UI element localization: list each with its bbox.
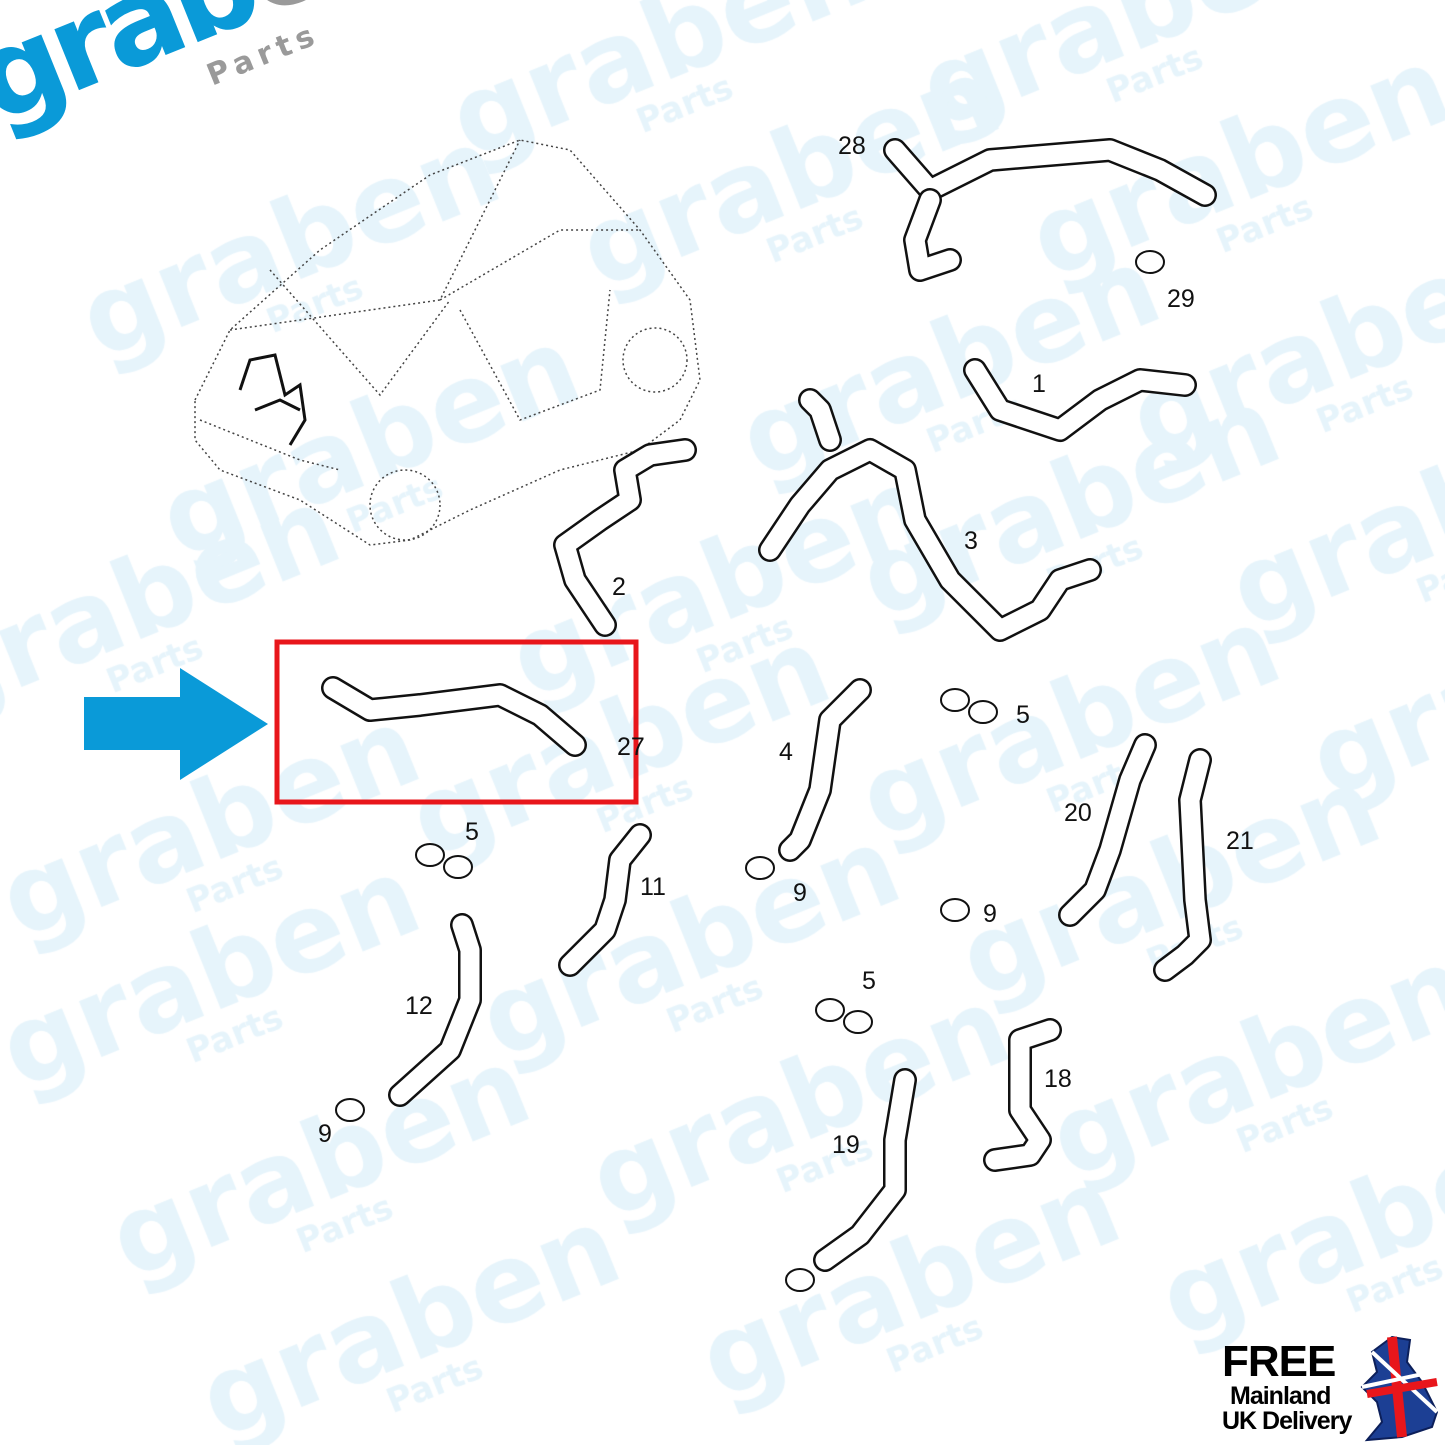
part-label: 29 <box>1167 285 1195 313</box>
hose <box>800 390 840 450</box>
part-label: 18 <box>1044 1065 1072 1093</box>
hose-clamp <box>940 688 970 712</box>
hose <box>905 190 960 280</box>
hose <box>985 1020 1060 1170</box>
part-label: 28 <box>838 132 866 160</box>
hose <box>323 678 585 755</box>
hose <box>885 140 1215 205</box>
part-label: 5 <box>465 818 479 846</box>
hose-clamp <box>843 1010 873 1034</box>
part-label: 9 <box>983 900 997 928</box>
part-label: 2 <box>612 573 626 601</box>
hose <box>780 680 870 860</box>
delivery-line1: FREE <box>1222 1337 1336 1386</box>
highlight-box <box>274 639 639 805</box>
hose-clamp <box>940 898 970 922</box>
hose-clamp <box>785 1268 815 1292</box>
part-label: 1 <box>1032 370 1046 398</box>
hose-clamp <box>815 998 845 1022</box>
hose-clamp <box>335 1098 365 1122</box>
hose <box>390 915 480 1105</box>
hose <box>815 1070 915 1270</box>
hose-clamp <box>1135 250 1165 274</box>
part-label: 21 <box>1226 827 1254 855</box>
part-label: 4 <box>779 738 793 766</box>
highlight-arrow <box>84 668 268 780</box>
hose-clamp <box>443 855 473 879</box>
part-label: 5 <box>862 967 876 995</box>
hose <box>555 440 695 635</box>
part-label: 9 <box>793 879 807 907</box>
free-delivery-badge: FREE Mainland UK Delivery <box>1222 1337 1352 1435</box>
hose-clamp <box>745 856 775 880</box>
hose-clamp <box>415 843 445 867</box>
hose <box>560 825 650 975</box>
delivery-line2: Mainland <box>1230 1382 1331 1410</box>
hose <box>1060 735 1155 925</box>
part-label: 9 <box>318 1120 332 1148</box>
part-label: 11 <box>640 873 666 901</box>
part-label: 19 <box>832 1131 860 1159</box>
wiring-harness <box>238 353 307 446</box>
part-label: 12 <box>405 992 433 1020</box>
part-label: 3 <box>964 527 978 555</box>
part-label: 5 <box>1016 701 1030 729</box>
uk-flag-map-icon <box>1360 1335 1439 1442</box>
part-label: 20 <box>1064 799 1092 827</box>
part-label: 27 <box>617 733 645 761</box>
hose <box>1155 750 1210 980</box>
hose <box>760 440 1100 640</box>
hose-clamp <box>968 700 998 724</box>
delivery-line3: UK Delivery <box>1222 1407 1352 1435</box>
car-outline <box>194 139 701 546</box>
hose <box>965 360 1195 440</box>
